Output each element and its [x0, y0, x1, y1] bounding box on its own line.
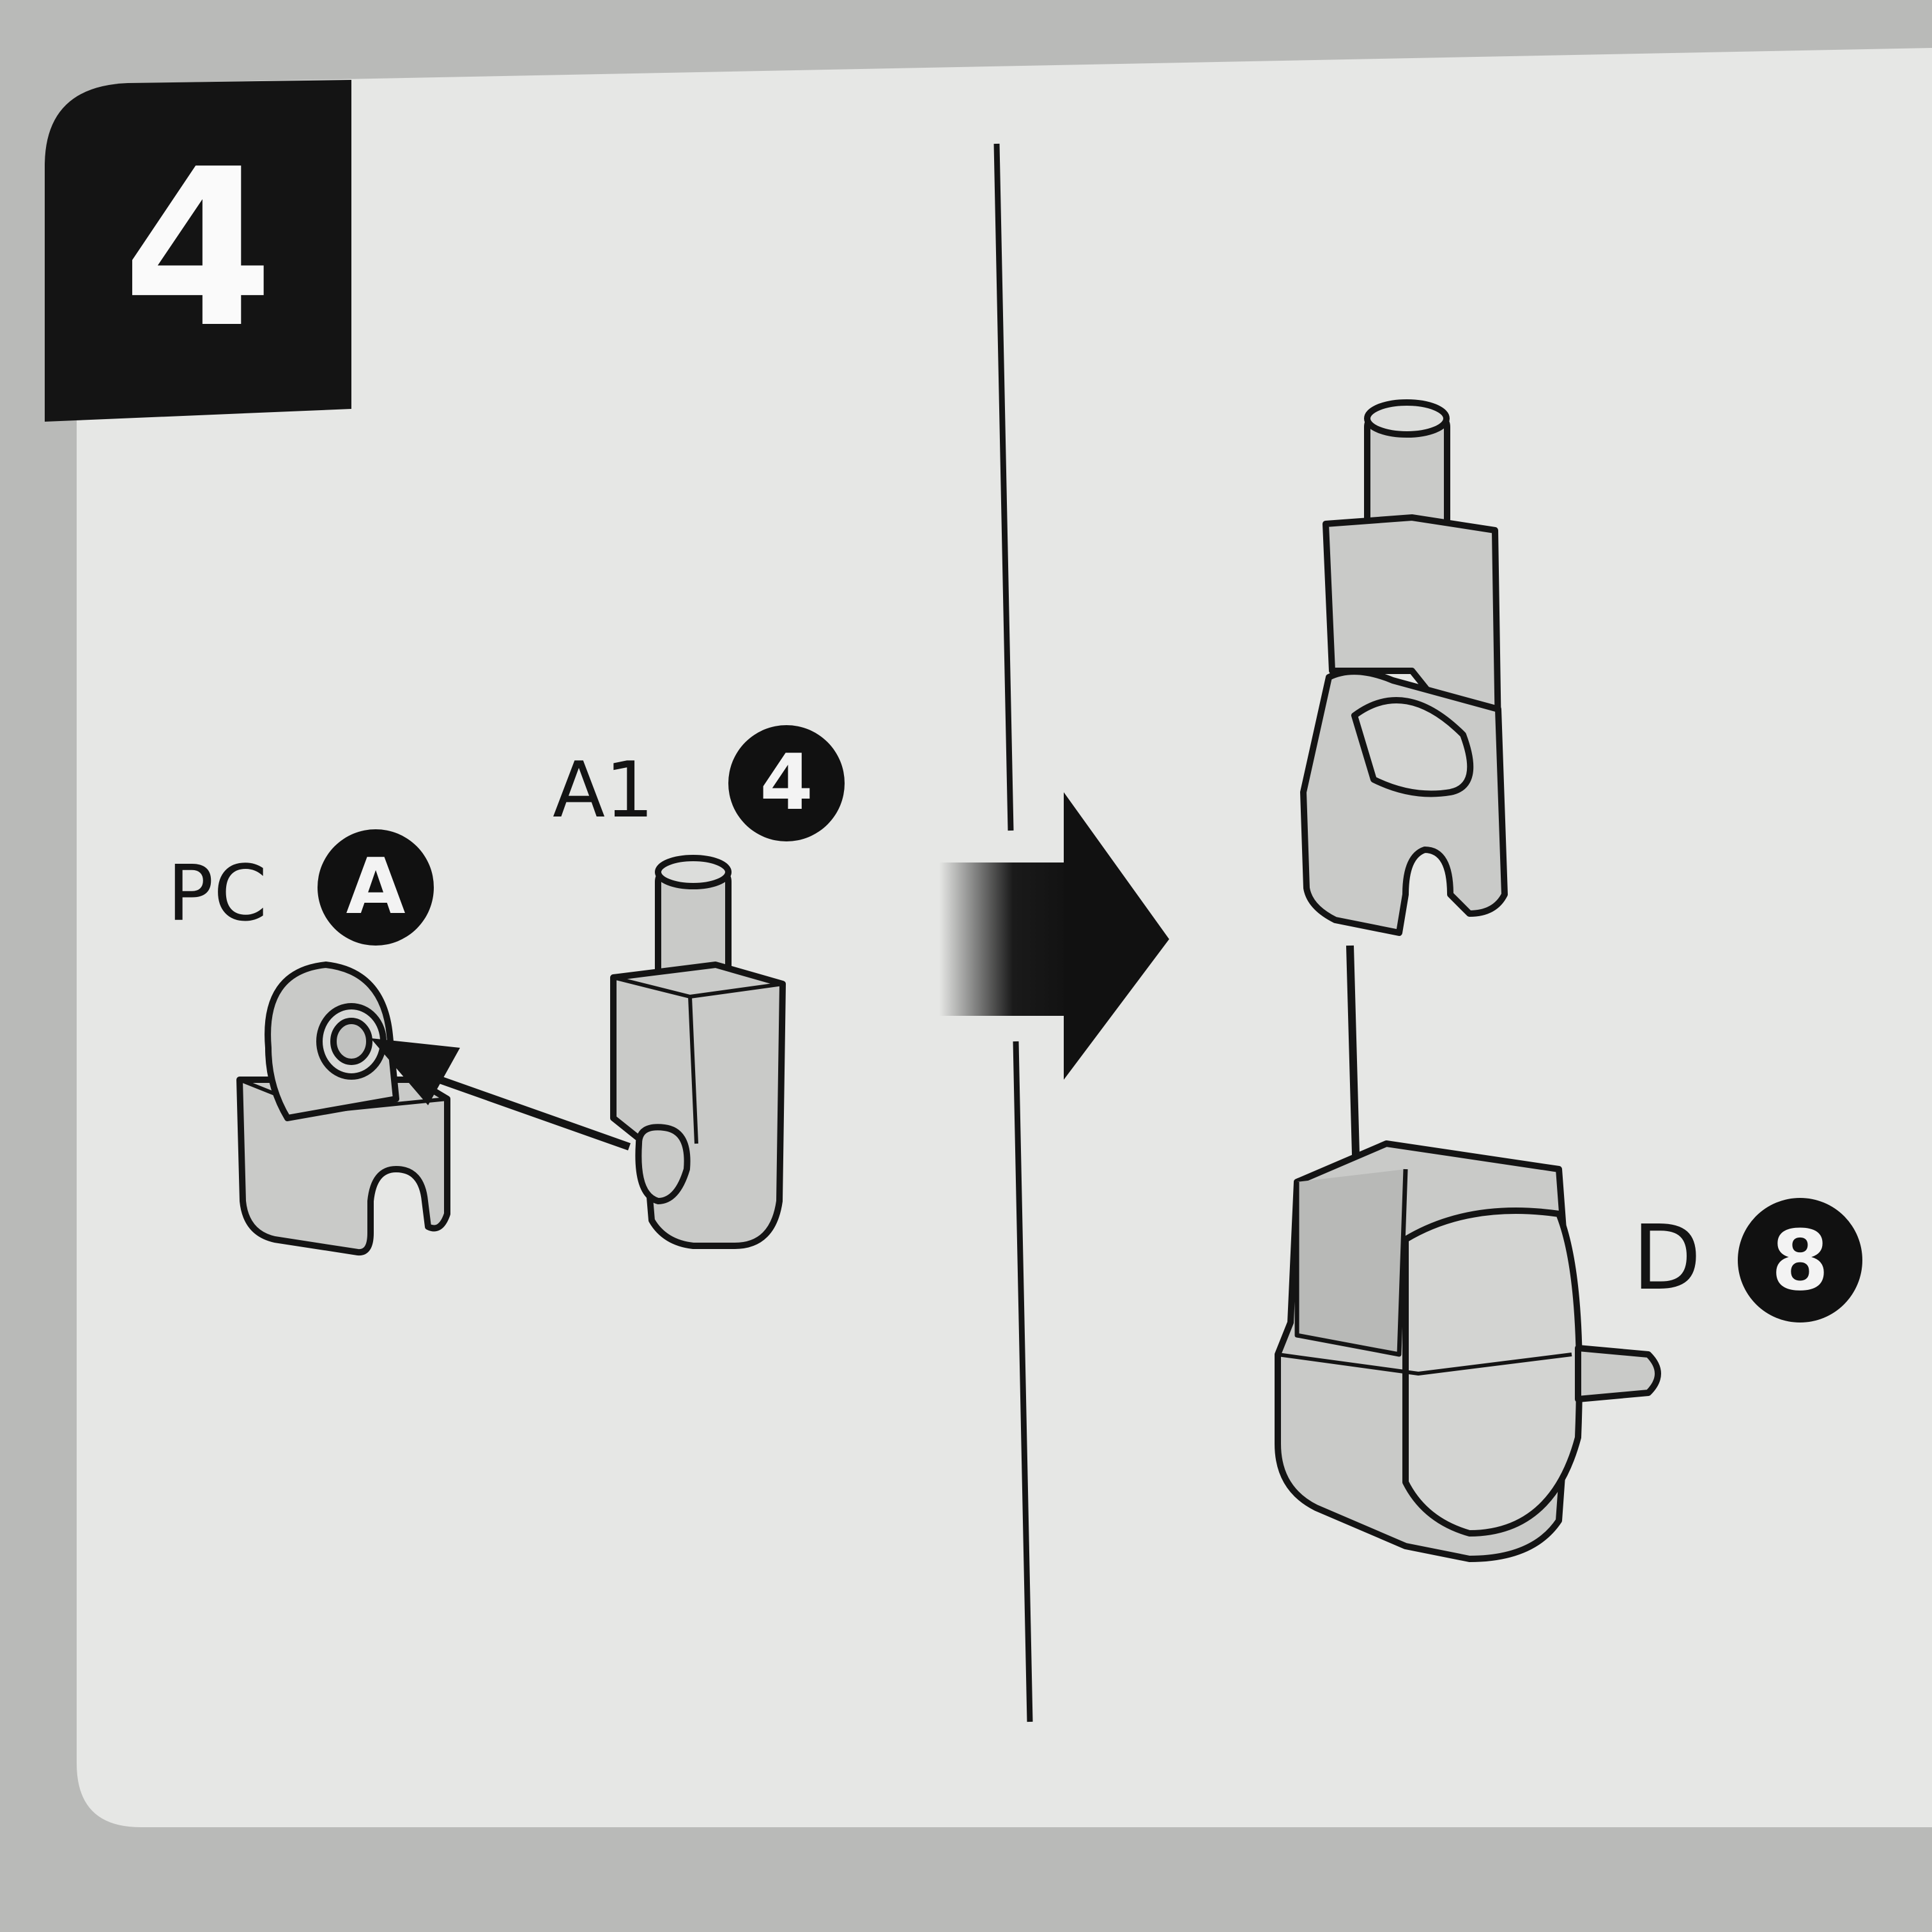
d-label: D — [1632, 1214, 1701, 1303]
step-number: 4 — [45, 83, 351, 415]
d-badge: 8 — [1738, 1198, 1862, 1322]
a1-badge: 4 — [728, 725, 845, 841]
pc-badge: A — [318, 829, 434, 946]
pc-label: PC — [167, 856, 267, 933]
a1-label: A1 — [553, 753, 654, 829]
